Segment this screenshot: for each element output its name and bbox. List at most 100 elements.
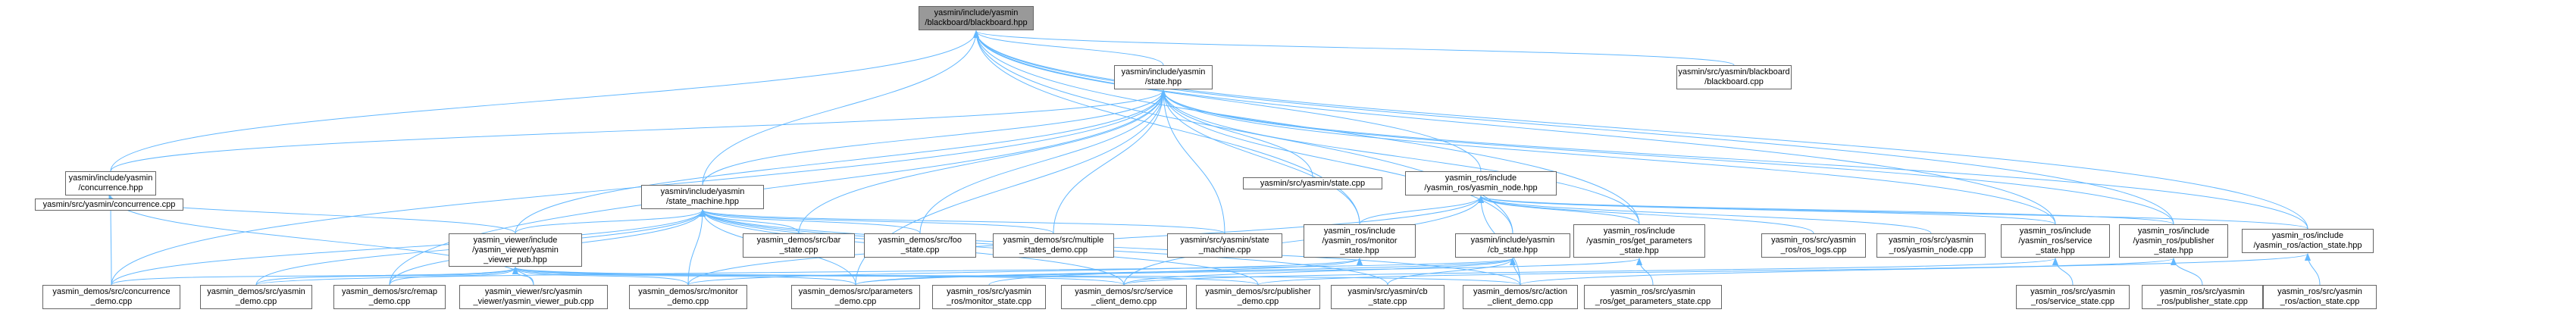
node-bb-cpp[interactable]: yasmin/src/yasmin/blackboard/blackboard.… (1676, 65, 1792, 89)
node-label-line: yasmin/include/yasmin (934, 8, 1019, 17)
node-monitor-demo[interactable]: yasmin_demos/src/monitor_demo.cpp (629, 285, 747, 309)
node-action-state-cpp[interactable]: yasmin_ros/src/yasmin_ros/action_state.c… (2263, 285, 2377, 309)
edge-parameters_demo-to-get_params_hpp (855, 258, 1642, 286)
edge-publisher_demo-to-viewer_pub_hpp (512, 267, 1259, 286)
edge-publisher_state_hpp-to-state_hpp (1160, 89, 2174, 225)
node-state-machine-hpp[interactable]: yasmin/include/yasmin/state_machine.hpp (641, 185, 764, 209)
node-label-line: yasmin_viewer/src/yasmin (484, 287, 583, 296)
node-label-line: _client_demo.cpp (1091, 297, 1157, 306)
node-label-line: yasmin_ros/include (1445, 174, 1517, 183)
node-viewer-pub-hpp[interactable]: yasmin_viewer/include/yasmin_viewer/yasm… (449, 233, 582, 267)
node-label-line: yasmin_ros/src/yasmin (947, 287, 1031, 296)
node-label-line: yasmin/include/yasmin (1470, 236, 1555, 245)
node-label-line: yasmin/src/yasmin/blackboard (1678, 67, 1790, 77)
node-label-line: _client_demo.cpp (1487, 297, 1554, 306)
edge-multiple_states-to-state_hpp (1053, 89, 1166, 234)
node-service-state-cpp[interactable]: yasmin_ros/src/yasmin_ros/service_state.… (2016, 285, 2130, 309)
edge-state_cpp-to-state_hpp (1160, 89, 1313, 178)
node-label-line: /yasmin_ros/get_parameters (1586, 236, 1692, 246)
node-label-line: yasmin_demos/src/service (1075, 287, 1173, 296)
node-label-line: yasmin/include/yasmin (1121, 67, 1206, 77)
node-label-line: /blackboard/blackboard.hpp (925, 18, 1028, 27)
node-label-line: yasmin/src/yasmin/concurrence.cpp (42, 199, 176, 209)
node-parameters-demo[interactable]: yasmin_demos/src/parameters_demo.cpp (791, 285, 920, 309)
node-label-line: _state.hpp (1620, 246, 1659, 255)
node-action-state-hpp[interactable]: yasmin_ros/include/yasmin_ros/action_sta… (2242, 229, 2374, 253)
node-label-line: yasmin/include/yasmin (660, 187, 745, 196)
node-label-line: _states_demo.cpp (1019, 246, 1088, 255)
node-label-line: _ros/publisher_state.cpp (2157, 297, 2248, 306)
node-label-line: yasmin_ros/src/yasmin (1771, 236, 1856, 245)
node-get-params-hpp[interactable]: yasmin_ros/include/yasmin_ros/get_parame… (1573, 224, 1705, 258)
edge-get_params_hpp-to-state_hpp (1160, 89, 1640, 225)
node-label-line: /state.hpp (1144, 77, 1182, 86)
node-cb-state-hpp[interactable]: yasmin/include/yasmin/cb_state.hpp (1455, 233, 1570, 258)
node-label-line: _state.hpp (2154, 246, 2193, 255)
node-cb-state-cpp[interactable]: yasmin/src/yasmin/cb_state.cpp (1331, 285, 1445, 309)
edge-parameters_demo-to-viewer_pub_hpp (512, 267, 856, 286)
node-get-params-cpp[interactable]: yasmin_ros/src/yasmin_ros/get_parameters… (1584, 285, 1722, 309)
node-ros-logs[interactable]: yasmin_ros/src/yasmin_ros/ros_logs.cpp (1761, 233, 1866, 258)
node-label-line: yasmin_ros/src/yasmin (2030, 287, 2115, 296)
node-label-line: _demo.cpp (834, 297, 877, 306)
node-label-line: _ros/action_state.cpp (2280, 297, 2360, 306)
node-root[interactable]: yasmin/include/yasmin/blackboard/blackbo… (919, 6, 1034, 30)
edge-publisher_demo-to-publisher_state_hpp (1257, 258, 2177, 286)
node-state-hpp[interactable]: yasmin/include/yasmin/state.hpp (1114, 65, 1213, 89)
node-label-line: /yasmin_ros/service (2018, 236, 2092, 246)
node-label-line: yasmin_demos/src/foo (878, 236, 962, 245)
node-foo-state[interactable]: yasmin_demos/src/foo_state.cpp (864, 233, 976, 258)
edge-state_machine_cpp-to-state_machine_hpp (700, 209, 1225, 234)
node-label-line: _demo.cpp (90, 297, 133, 306)
node-viewer-pub-cpp[interactable]: yasmin_viewer/src/yasmin_viewer/yasmin_v… (459, 285, 608, 309)
node-bar-state[interactable]: yasmin_demos/src/bar_state.cpp (743, 233, 855, 258)
node-publisher-demo[interactable]: yasmin_demos/src/publisher_demo.cpp (1196, 285, 1320, 309)
edge-concurrence_demo-to-state_hpp (111, 89, 1166, 286)
node-publisher-state-cpp[interactable]: yasmin_ros/src/yasmin_ros/publisher_stat… (2142, 285, 2263, 309)
node-label-line: /yasmin_ros/publisher (2133, 236, 2214, 246)
node-label-line: _ros/get_parameters_state.cpp (1595, 297, 1711, 306)
node-monitor-state-cpp[interactable]: yasmin_ros/src/yasmin_ros/monitor_state.… (932, 285, 1046, 309)
edge-ros_logs-to-yasmin_node_hpp (1478, 195, 1814, 234)
node-concurrence-cpp[interactable]: yasmin/src/yasmin/concurrence.cpp (35, 199, 183, 211)
node-label-line: /yasmin_ros/yasmin_node.hpp (1424, 183, 1538, 192)
node-action-client-demo[interactable]: yasmin_demos/src/action_client_demo.cpp (1463, 285, 1578, 309)
node-label-line: yasmin_ros/include (2271, 231, 2344, 240)
edge-service_state_hpp-to-state_hpp (1160, 89, 2056, 225)
edge-yasmin_demo-to-viewer_pub_hpp (255, 267, 518, 286)
node-service-client-demo[interactable]: yasmin_demos/src/service_client_demo.cpp (1061, 285, 1187, 309)
node-state-cpp[interactable]: yasmin/src/yasmin/state.cpp (1243, 177, 1382, 189)
node-monitor-state-hpp[interactable]: yasmin_ros/include/yasmin_ros/monitor_st… (1304, 224, 1416, 258)
node-concurrence-demo[interactable]: yasmin_demos/src/concurrence_demo.cpp (42, 285, 180, 309)
node-label-line: yasmin_demos/src/action (1473, 287, 1568, 296)
node-label-line: yasmin_demos/src/remap (342, 287, 437, 296)
node-label-line: /cb_state.hpp (1487, 246, 1538, 255)
edge-monitor_demo-to-viewer_pub_hpp (512, 267, 689, 286)
node-yasmin-node-cpp[interactable]: yasmin_ros/src/yasmin_ros/yasmin_node.cp… (1876, 233, 1986, 258)
node-label-line: yasmin_demos/src/bar (756, 236, 841, 245)
node-concurrence-hpp[interactable]: yasmin/include/yasmin/concurrence.hpp (65, 171, 156, 195)
node-label-line: yasmin_ros/include (2137, 226, 2210, 236)
edge-foo_state-to-state_machine_hpp (700, 209, 921, 234)
edge-bar_state-to-state_hpp (798, 89, 1166, 234)
node-publisher-state-hpp[interactable]: yasmin_ros/include/yasmin_ros/publisher_… (2119, 224, 2228, 258)
edge-get_params_hpp-to-yasmin_node_hpp (1478, 195, 1640, 225)
node-label-line: yasmin_ros/src/yasmin (2277, 287, 2362, 296)
node-remap-demo[interactable]: yasmin_demos/src/remap_demo.cpp (333, 285, 446, 309)
node-label-line: /concurrence.hpp (78, 183, 143, 192)
node-label-line: _state.cpp (900, 246, 940, 255)
node-state-machine-cpp[interactable]: yasmin/src/yasmin/state_machine.cpp (1167, 233, 1282, 258)
node-label-line: _ros/service_state.cpp (2030, 297, 2115, 306)
node-yasmin-demo[interactable]: yasmin_demos/src/yasmin_demo.cpp (200, 285, 312, 309)
edge-bb_cpp-to-root (973, 30, 1735, 66)
node-multiple-states[interactable]: yasmin_demos/src/multiple_states_demo.cp… (993, 233, 1114, 258)
node-label-line: yasmin_demos/src/publisher (1205, 287, 1311, 296)
node-label-line: _ros/monitor_state.cpp (947, 297, 1031, 306)
node-label-line: _demo.cpp (1237, 297, 1279, 306)
edge-monitor_demo-to-monitor_state_hpp (687, 258, 1363, 286)
node-yasmin-node-hpp[interactable]: yasmin_ros/include/yasmin_ros/yasmin_nod… (1405, 171, 1557, 195)
node-label-line: yasmin_ros/include (2019, 226, 2092, 236)
edge-yasmin_demo-to-cb_state_hpp (255, 258, 1516, 286)
node-service-state-hpp[interactable]: yasmin_ros/include/yasmin_ros/service_st… (2001, 224, 2110, 258)
